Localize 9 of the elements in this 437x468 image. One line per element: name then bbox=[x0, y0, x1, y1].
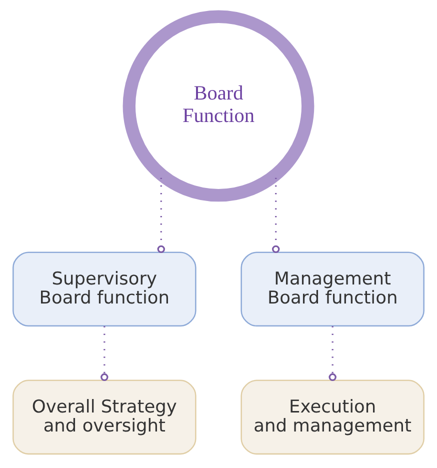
node-box: Supervisory Board function bbox=[12, 252, 196, 327]
node-box: Overall Strategy and oversight bbox=[12, 380, 196, 455]
node-box: Execution and management bbox=[240, 380, 424, 455]
connector bbox=[328, 326, 336, 382]
node-circle: Board Function bbox=[122, 10, 314, 202]
node-box: Management Board function bbox=[240, 252, 424, 327]
connector bbox=[100, 326, 108, 382]
connector bbox=[272, 178, 280, 254]
connector bbox=[157, 178, 165, 254]
